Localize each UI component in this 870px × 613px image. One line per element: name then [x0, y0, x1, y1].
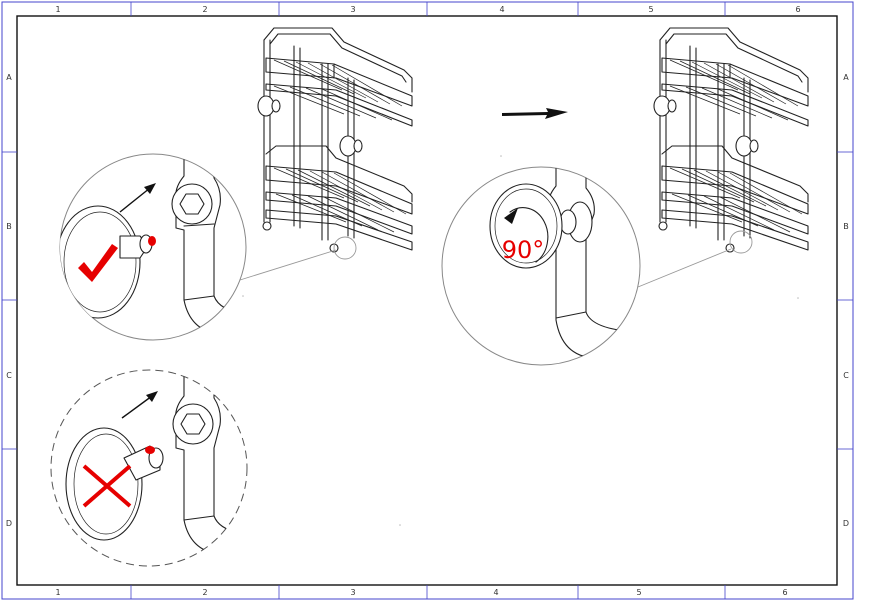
column-label-top-5: 5 — [648, 5, 653, 14]
red-pin — [145, 446, 155, 454]
detail-rotate-cup: 90° — [441, 166, 641, 366]
leader-anchor-left — [333, 236, 357, 260]
row-label-left-d: D — [6, 519, 12, 528]
shelf-rack-initial — [257, 27, 413, 260]
column-label-bottom-6: 6 — [782, 588, 787, 597]
drawing-speckles — [242, 155, 799, 526]
red-pin — [148, 236, 156, 246]
leader-line-right — [637, 248, 732, 288]
column-label-top-1: 1 — [55, 5, 60, 14]
row-label-left-c: C — [6, 371, 12, 380]
column-label-top-6: 6 — [795, 5, 800, 14]
cross-icon — [82, 464, 132, 508]
process-arrow — [502, 108, 568, 119]
insert-arrow-incorrect — [121, 395, 153, 419]
shelf-rack-final — [653, 27, 809, 254]
checkmark-icon — [78, 244, 118, 282]
column-label-top-2: 2 — [202, 5, 207, 14]
row-label-left-b: B — [6, 222, 12, 231]
leader-anchor-right — [729, 230, 753, 254]
column-label-bottom-5: 5 — [636, 588, 641, 597]
rotation-angle-label: 90° — [502, 236, 545, 264]
leader-line-left — [239, 249, 337, 281]
detail-incorrect-installation — [50, 369, 248, 567]
row-label-right-b: B — [843, 222, 849, 231]
row-label-left-a: A — [6, 73, 12, 82]
row-label-right-a: A — [843, 73, 849, 82]
column-label-bottom-2: 2 — [202, 588, 207, 597]
drawing-frame: 1 2 3 4 5 6 1 2 3 4 5 6 A B C D A B C D — [1, 1, 854, 600]
column-label-bottom-1: 1 — [55, 588, 60, 597]
detail-correct-installation — [59, 153, 247, 341]
column-label-top-3: 3 — [350, 5, 355, 14]
row-label-right-c: C — [843, 371, 849, 380]
outer-border — [1, 1, 854, 600]
column-label-bottom-4: 4 — [493, 588, 498, 597]
column-label-bottom-3: 3 — [350, 588, 355, 597]
column-label-top-4: 4 — [499, 5, 504, 14]
row-label-right-d: D — [843, 519, 849, 528]
insert-arrow-correct — [119, 187, 151, 213]
